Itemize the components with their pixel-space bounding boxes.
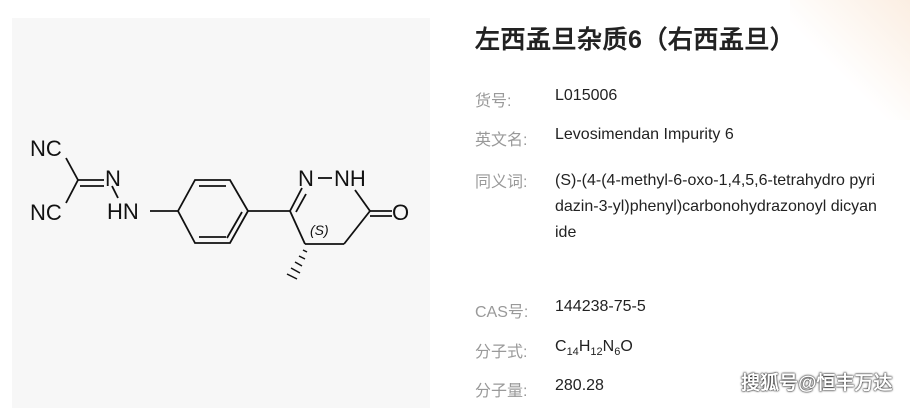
field-label: 分子式: <box>475 344 528 361</box>
atom-label: N <box>298 166 314 191</box>
atom-label: NC <box>30 200 62 225</box>
atom-label: N <box>105 166 121 191</box>
field-label: 英文名: <box>475 132 528 149</box>
field-value: L015006 <box>555 87 618 104</box>
field-value: (S)-(4-(4-methyl-6-oxo-1,4,5,6-tetrahydr… <box>555 172 877 241</box>
chemical-structure: NC NC N HN N NH O (S) <box>30 136 409 280</box>
structure-image: NC NC N HN N NH O (S) <box>12 18 430 408</box>
field-value: 280.28 <box>555 377 604 394</box>
watermark: 搜狐号@恒丰万达 <box>741 373 893 394</box>
field-value: 144238-75-5 <box>555 298 646 315</box>
field-value: Levosimendan Impurity 6 <box>555 126 734 143</box>
atom-label: NH <box>334 166 366 191</box>
atom-label: HN <box>107 199 139 224</box>
field-label: CAS号: <box>475 304 529 321</box>
stereo-label: (S) <box>310 222 329 238</box>
molecular-formula: C14H12N6O <box>555 338 633 359</box>
atom-label: NC <box>30 136 62 161</box>
field-label: 同义词: <box>475 174 528 191</box>
product-title: 左西孟旦杂质6（右西孟旦） <box>475 26 796 54</box>
corner-decoration <box>790 0 910 120</box>
field-label: 分子量: <box>475 383 528 400</box>
field-label: 货号: <box>475 93 512 110</box>
atom-label: O <box>392 200 409 225</box>
